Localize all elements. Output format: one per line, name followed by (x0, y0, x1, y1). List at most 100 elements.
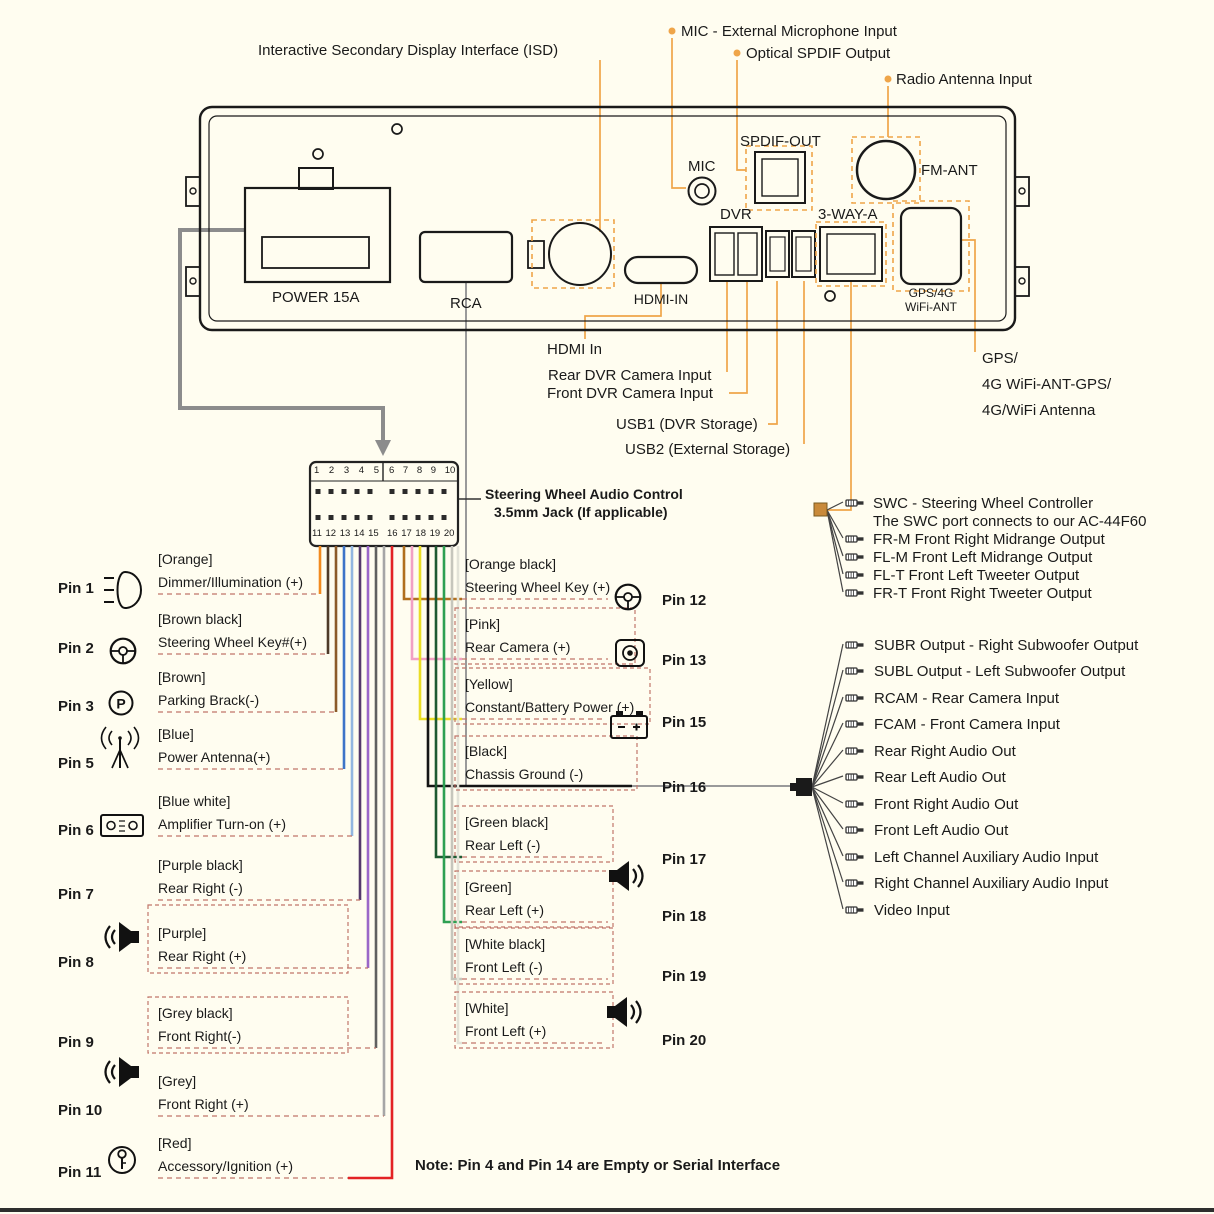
callout-gps-line3: 4G/WiFi Antenna (982, 402, 1096, 419)
pin-desc: Dimmer/Illumination (+) (158, 574, 304, 590)
gps-port-label-line1: GPS/4G (908, 286, 954, 300)
swc-list-item: FL-T Front Left Tweeter Output (873, 567, 1080, 584)
pin-number: Pin 19 (662, 968, 707, 985)
pin-color-label: [Grey] (158, 1073, 197, 1089)
pin-number: Pin 20 (662, 1032, 707, 1049)
callout-gps-line2: 4G WiFi-ANT-GPS/ (982, 376, 1112, 393)
dvr-port-label: DVR (720, 206, 752, 223)
pin-desc: Parking Brack(-) (158, 692, 260, 708)
swc-list-item: FR-M Front Right Midrange Output (873, 531, 1105, 548)
pin-number: Pin 16 (662, 779, 707, 796)
pin-color-label: [Blue white] (158, 793, 231, 809)
power-port-label: POWER 15A (272, 289, 360, 306)
pin-desc: Rear Left (+) (465, 902, 544, 918)
swc-list-item: The SWC port connects to our AC-44F60 (873, 513, 1147, 530)
rca-junction-icon (790, 778, 812, 796)
connector-plug-icon (845, 571, 865, 579)
pin-desc: Front Right (+) (158, 1096, 249, 1112)
rca-list-item: Front Left Audio Out (874, 822, 1009, 839)
pin-number: Pin 12 (662, 592, 707, 609)
rca-list-item: Left Channel Auxiliary Audio Input (874, 849, 1099, 866)
rca-list-item: Video Input (874, 902, 950, 919)
note-text: Note: Pin 4 and Pin 14 are Empty or Seri… (415, 1157, 781, 1174)
rca-list-item: Front Right Audio Out (874, 796, 1019, 813)
rca-list-item: Rear Right Audio Out (874, 743, 1016, 760)
rca-list-item: RCAM - Rear Camera Input (874, 690, 1060, 707)
pin-desc: Chassis Ground (-) (465, 766, 584, 782)
pin-desc: Amplifier Turn-on (+) (158, 816, 286, 832)
callout-bullets (668, 27, 892, 83)
pin-color-label: [Green black] (465, 814, 549, 830)
spdif-port (754, 151, 806, 204)
pin-number: Pin 8 (58, 954, 94, 971)
callout-mic: MIC - External Microphone Input (681, 23, 897, 40)
speaker-icon (104, 920, 140, 954)
connector-plug-icon (845, 879, 865, 887)
swc-junction-icon (813, 502, 828, 517)
connector-numbers-top-right: 6 7 8 9 10 (389, 465, 456, 476)
mic-port (687, 176, 717, 206)
callout-usb2: USB2 (External Storage) (625, 441, 791, 458)
swc-list-item: SWC - Steering Wheel Controller (873, 495, 1094, 512)
dvr-port (709, 226, 763, 282)
pin-desc: Constant/Battery Power (+) (465, 699, 635, 715)
pin-number: Pin 7 (58, 886, 94, 903)
connector-plug-icon (845, 800, 865, 808)
pin-desc: Power Antenna(+) (158, 749, 271, 765)
connector-numbers-bottom-right: 16 17 18 19 20 (387, 528, 455, 539)
wires-left (318, 546, 394, 1180)
callout-hdmi: HDMI In (547, 341, 603, 358)
speaker-icon (608, 859, 644, 893)
swc-fanout-lines (826, 501, 844, 593)
connector-plug-icon (845, 747, 865, 755)
rca-port-label: RCA (450, 295, 482, 312)
usb-ports (765, 230, 816, 278)
pin-number: Pin 6 (58, 822, 94, 839)
pin-color-label: [Purple] (158, 925, 207, 941)
rca-list-item: SUBL Output - Left Subwoofer Output (874, 663, 1126, 680)
three-way-port (819, 226, 883, 282)
pin-color-label: [Purple black] (158, 857, 243, 873)
rca-list-item: SUBR Output - Right Subwoofer Output (874, 637, 1139, 654)
three-way-port-label: 3-WAY-A (818, 206, 878, 223)
pin-color-label: [Orange] (158, 551, 213, 567)
svg-text:P: P (116, 696, 125, 712)
pin-desc: Rear Camera (+) (465, 639, 571, 655)
connector-numbers-top-left: 1 2 3 4 5 (314, 465, 379, 476)
pin-desc: Front Left (-) (465, 959, 543, 975)
callout-isd: Interactive Secondary Display Interface … (258, 42, 559, 59)
pin-color-label: [Pink] (465, 616, 501, 632)
mic-port-label: MIC (688, 158, 716, 175)
wires-middle (402, 546, 632, 1045)
gps-port (899, 206, 963, 286)
arrow-down-icon (375, 440, 391, 456)
pin-color-label: [Brown] (158, 669, 206, 685)
steering-wheel-icon (109, 637, 137, 665)
callout-gps-line1: GPS/ (982, 350, 1018, 367)
pin-desc: Accessory/Ignition (+) (158, 1158, 293, 1174)
jack-label-line2: 3.5mm Jack (If applicable) (494, 504, 668, 520)
pin-desc: Steering Wheel Key#(+) (158, 634, 308, 650)
connector-plug-icon (845, 667, 865, 675)
pin-color-label: [White black] (465, 936, 546, 952)
antenna-icon (100, 726, 140, 769)
callout-radio-antenna: Radio Antenna Input (896, 71, 1032, 88)
pin-number: Pin 1 (58, 580, 94, 597)
label-group-boxes (147, 607, 651, 1054)
rca-list-item: Rear Left Audio Out (874, 769, 1006, 786)
pin-desc: Rear Left (-) (465, 837, 541, 853)
callout-usb1: USB1 (DVR Storage) (616, 416, 758, 433)
pin-desc: Rear Right (+) (158, 948, 247, 964)
pin-desc: Steering Wheel Key (+) (465, 579, 611, 595)
pin-number: Pin 10 (58, 1102, 103, 1119)
pin-color-label: [Red] (158, 1135, 192, 1151)
swc-list-item: FR-T Front Right Tweeter Output (873, 585, 1092, 602)
connector-plug-icon (845, 553, 865, 561)
connector-plug-icon (845, 535, 865, 543)
connector-plug-icon (845, 826, 865, 834)
power-harness-cable (178, 228, 385, 442)
fm-ant-port-label: FM-ANT (921, 162, 978, 179)
pin-number: Pin 5 (58, 755, 94, 772)
speaker-icon (606, 995, 642, 1029)
